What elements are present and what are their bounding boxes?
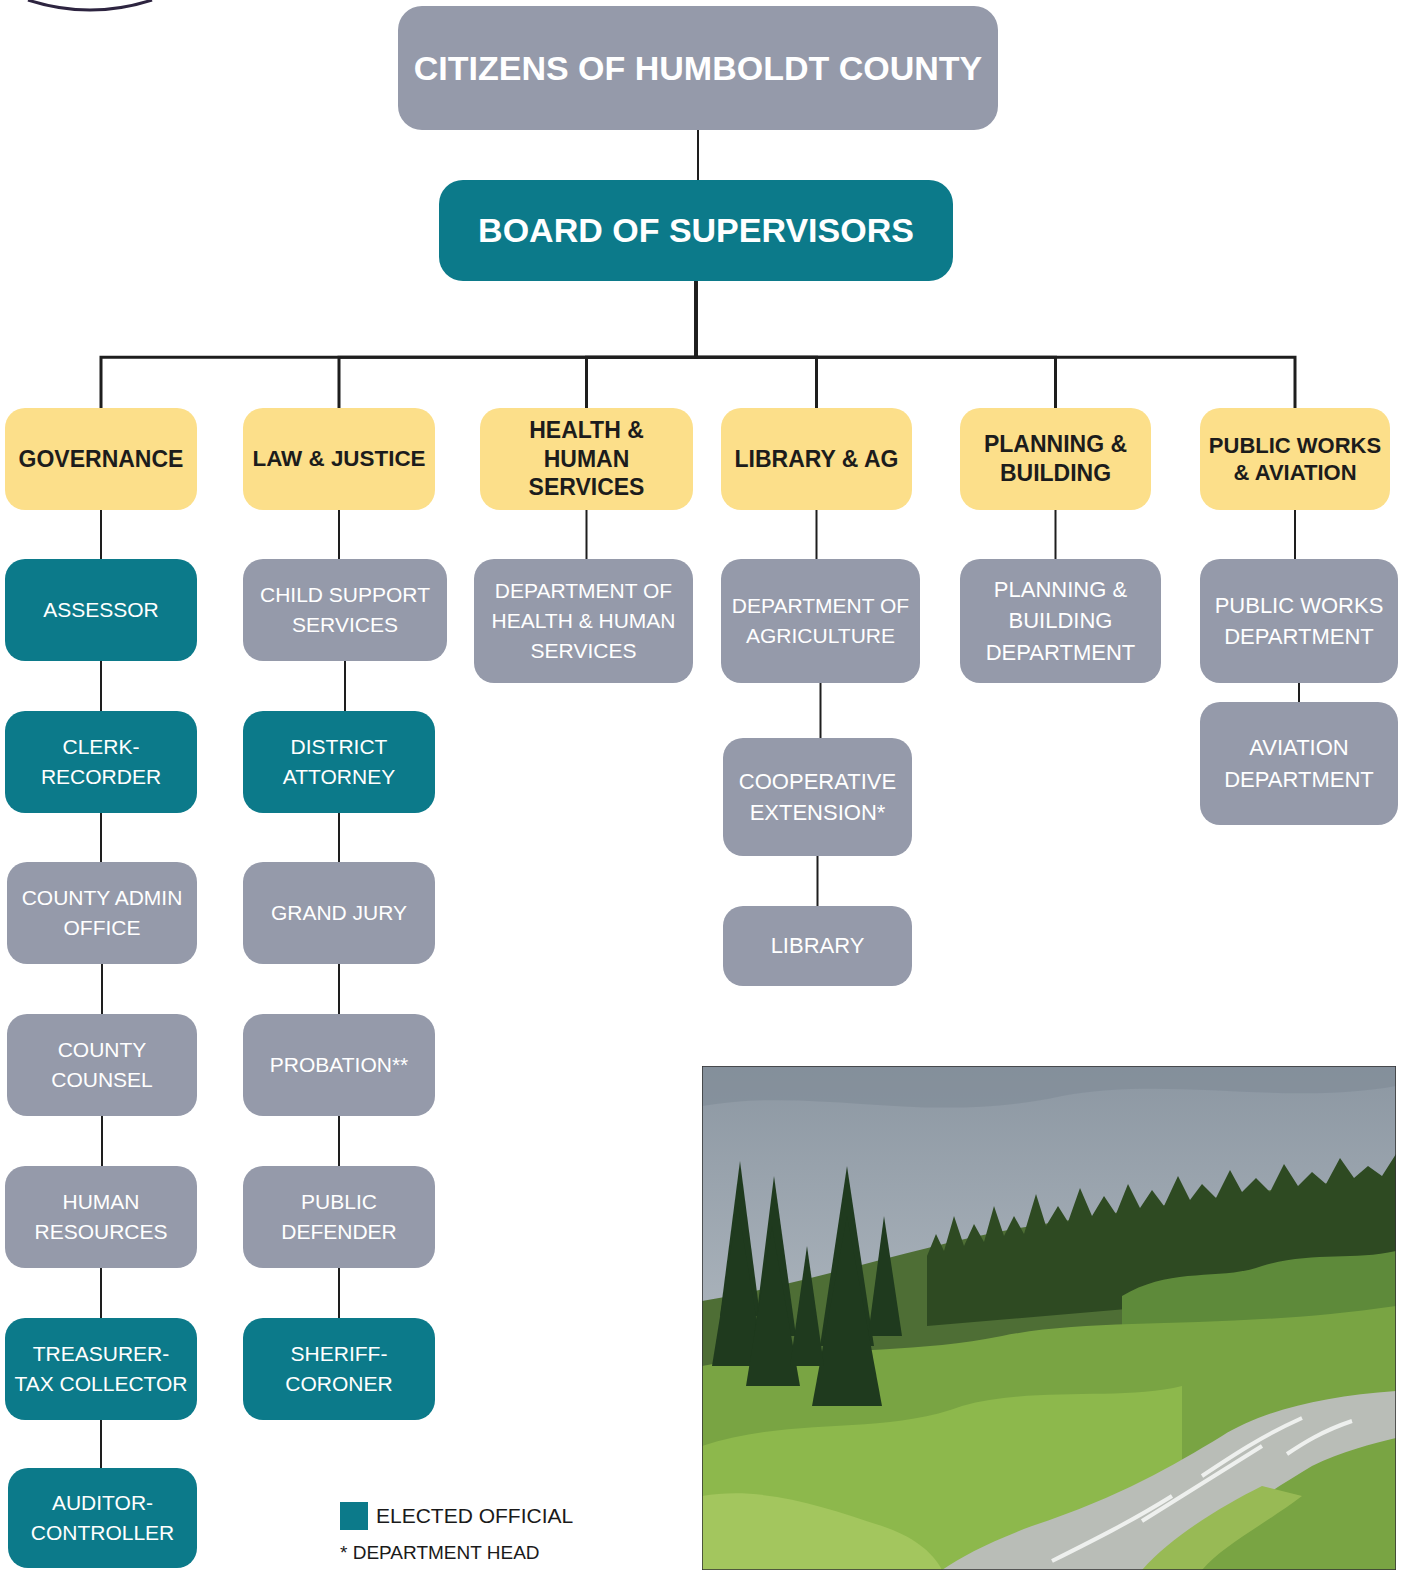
box-label: AUDITOR- CONTROLLER xyxy=(16,1488,189,1548)
connector-line xyxy=(586,510,588,559)
header-box: CITIZENS OF HUMBOLDT COUNTY xyxy=(398,6,998,130)
box-label: DEPARTMENT OF HEALTH & HUMAN SERVICES xyxy=(482,576,685,665)
connector-line xyxy=(820,683,822,738)
box-label: PUBLIC DEFENDER xyxy=(251,1187,427,1247)
department-box: COUNTY COUNSEL xyxy=(7,1014,197,1116)
department-box: PUBLIC WORKS DEPARTMENT xyxy=(1200,559,1398,683)
logo-arc xyxy=(28,0,152,10)
box-label: PLANNING & BUILDING DEPARTMENT xyxy=(968,574,1153,668)
box-label: PLANNING & BUILDING xyxy=(968,430,1143,488)
connector-line xyxy=(338,510,340,559)
connector-line xyxy=(587,281,697,408)
header-box: BOARD OF SUPERVISORS xyxy=(439,180,953,281)
box-label: GRAND JURY xyxy=(251,898,427,928)
legend-text: ELECTED OFFICIAL xyxy=(376,1504,573,1528)
connector-line xyxy=(696,281,1056,408)
elected-office-box: SHERIFF- CORONER xyxy=(243,1318,435,1420)
box-label: HEALTH & HUMAN SERVICES xyxy=(488,416,685,502)
box-label: COUNTY ADMIN OFFICE xyxy=(15,883,189,943)
department-box: COUNTY ADMIN OFFICE xyxy=(7,862,197,964)
box-label: LAW & JUSTICE xyxy=(251,445,427,473)
connector-line xyxy=(338,813,340,862)
box-label: TREASURER- TAX COLLECTOR xyxy=(13,1339,189,1399)
department-box: PROBATION** xyxy=(243,1014,435,1116)
elected-office-box: CLERK- RECORDER xyxy=(5,711,197,813)
connector-line xyxy=(1294,510,1296,559)
category-box: LAW & JUSTICE xyxy=(243,408,435,510)
legend-row: ELECTED OFFICIAL xyxy=(340,1502,573,1530)
box-label: DISTRICT ATTORNEY xyxy=(251,732,427,792)
connector-line xyxy=(101,964,103,1014)
box-label: PROBATION** xyxy=(251,1050,427,1080)
box-label: AVIATION DEPARTMENT xyxy=(1208,732,1390,794)
category-box: LIBRARY & AG xyxy=(721,408,912,510)
box-label: BOARD OF SUPERVISORS xyxy=(447,209,945,252)
box-label: LIBRARY & AG xyxy=(729,445,904,474)
department-box: LIBRARY xyxy=(723,906,912,986)
department-box: AVIATION DEPARTMENT xyxy=(1200,702,1398,825)
box-label: LIBRARY xyxy=(731,930,904,961)
connector-line xyxy=(344,661,346,711)
box-label: PUBLIC WORKS & AVIATION xyxy=(1208,432,1382,487)
connector-line xyxy=(816,510,818,559)
department-box: COOPERATIVE EXTENSION* xyxy=(723,738,912,856)
department-box: PLANNING & BUILDING DEPARTMENT xyxy=(960,559,1161,683)
box-label: HUMAN RESOURCES xyxy=(13,1187,189,1247)
box-label: ASSESSOR xyxy=(13,595,189,625)
box-label: COUNTY COUNSEL xyxy=(15,1035,189,1095)
box-label: CITIZENS OF HUMBOLDT COUNTY xyxy=(406,47,990,90)
elected-office-box: AUDITOR- CONTROLLER xyxy=(8,1468,197,1568)
department-box: GRAND JURY xyxy=(243,862,435,964)
category-box: GOVERNANCE xyxy=(5,408,197,510)
connector-line xyxy=(338,964,340,1014)
connector-line xyxy=(1298,683,1300,702)
department-box: DEPARTMENT OF HEALTH & HUMAN SERVICES xyxy=(474,559,693,683)
connector-line xyxy=(338,1116,340,1166)
department-box: DEPARTMENT OF AGRICULTURE xyxy=(721,559,920,683)
elected-office-box: ASSESSOR xyxy=(5,559,197,661)
category-box: PLANNING & BUILDING xyxy=(960,408,1151,510)
box-label: CHILD SUPPORT SERVICES xyxy=(251,580,439,640)
connector-line xyxy=(100,661,102,711)
department-box: CHILD SUPPORT SERVICES xyxy=(243,559,447,661)
connector-line xyxy=(100,813,102,862)
connector-line xyxy=(101,1116,103,1166)
landscape-photo xyxy=(702,1066,1396,1570)
connector-line xyxy=(339,281,696,408)
connector-line xyxy=(697,130,699,180)
connector-line xyxy=(696,281,1295,408)
category-box: HEALTH & HUMAN SERVICES xyxy=(480,408,693,510)
category-box: PUBLIC WORKS & AVIATION xyxy=(1200,408,1390,510)
department-box: HUMAN RESOURCES xyxy=(5,1166,197,1268)
elected-office-box: TREASURER- TAX COLLECTOR xyxy=(5,1318,197,1420)
connector-line xyxy=(100,1420,102,1468)
connector-line xyxy=(100,510,102,559)
box-label: DEPARTMENT OF AGRICULTURE xyxy=(729,591,912,651)
connector-line xyxy=(338,1268,340,1318)
box-label: CLERK- RECORDER xyxy=(13,732,189,792)
department-box: PUBLIC DEFENDER xyxy=(243,1166,435,1268)
connector-line xyxy=(696,281,817,408)
box-label: COOPERATIVE EXTENSION* xyxy=(731,766,904,828)
footnote-text: * DEPARTMENT HEAD xyxy=(340,1542,540,1564)
connector-line xyxy=(1055,510,1057,559)
legend-swatch xyxy=(340,1502,368,1530)
connector-line xyxy=(101,281,696,408)
box-label: PUBLIC WORKS DEPARTMENT xyxy=(1208,590,1390,652)
box-label: SHERIFF- CORONER xyxy=(251,1339,427,1399)
box-label: GOVERNANCE xyxy=(13,445,189,474)
connector-line xyxy=(100,1268,102,1318)
elected-office-box: DISTRICT ATTORNEY xyxy=(243,711,435,813)
connector-line xyxy=(817,856,819,906)
